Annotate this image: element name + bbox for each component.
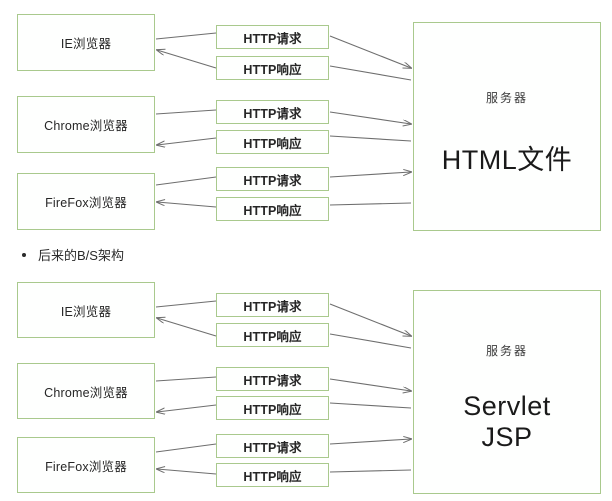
browser-box-firefox-bottom: FireFox浏览器 (17, 437, 155, 493)
http-response-label: HTTP响应 (243, 469, 302, 484)
http-request-label: HTTP请求 (243, 440, 302, 455)
browser-label: Chrome浏览器 (44, 385, 128, 400)
http-request-box-firefox-top: HTTP请求 (216, 167, 329, 191)
http-request-label: HTTP请求 (243, 173, 302, 188)
http-request-box-chrome-bottom: HTTP请求 (216, 367, 329, 391)
browser-box-ie-top: IE浏览器 (17, 14, 155, 71)
http-request-label: HTTP请求 (243, 31, 302, 46)
server-label-bottom: 服务器 (485, 344, 528, 358)
browser-box-ie-bottom: IE浏览器 (17, 282, 155, 338)
browser-label: FireFox浏览器 (45, 459, 127, 474)
browser-label: Chrome浏览器 (44, 119, 128, 133)
browser-label: FireFox浏览器 (45, 196, 127, 210)
http-request-label: HTTP请求 (243, 106, 302, 121)
browser-label: IE浏览器 (60, 37, 112, 51)
browser-box-chrome-top: Chrome浏览器 (17, 96, 155, 153)
http-request-box-chrome-top: HTTP请求 (216, 100, 329, 124)
browser-box-chrome-bottom: Chrome浏览器 (17, 363, 155, 419)
http-response-box-chrome-bottom: HTTP响应 (216, 396, 329, 420)
http-response-label: HTTP响应 (243, 62, 302, 77)
server-title-top: HTML文件 (441, 145, 573, 175)
http-response-box-ie-bottom: HTTP响应 (216, 323, 329, 347)
http-response-label: HTTP响应 (243, 203, 302, 218)
http-request-box-firefox-bottom: HTTP请求 (216, 434, 329, 458)
http-response-label: HTTP响应 (243, 329, 302, 344)
http-request-label: HTTP请求 (243, 373, 302, 388)
http-response-box-firefox-top: HTTP响应 (216, 197, 329, 221)
bullet-label: 后来的B/S架构 (38, 248, 124, 263)
bullet-dot-icon (22, 252, 26, 257)
http-request-label: HTTP请求 (243, 299, 302, 314)
http-response-label: HTTP响应 (243, 402, 302, 417)
http-request-box-ie-bottom: HTTP请求 (216, 293, 329, 317)
server-box-bottom: 服务器 Servlet JSP (413, 290, 601, 494)
server-box-top: 服务器 HTML文件 (413, 22, 601, 231)
http-response-box-ie-top: HTTP响应 (216, 56, 329, 80)
server-subtitle-bottom: JSP (481, 422, 533, 452)
http-response-box-firefox-bottom: HTTP响应 (216, 463, 329, 487)
http-response-box-chrome-top: HTTP响应 (216, 130, 329, 154)
bullet-item-bs-architecture: 后来的B/S架构 (22, 245, 124, 264)
http-request-box-ie-top: HTTP请求 (216, 25, 329, 49)
server-label-top: 服务器 (485, 91, 528, 105)
browser-box-firefox-top: FireFox浏览器 (17, 173, 155, 230)
server-title-bottom: Servlet (463, 391, 551, 421)
browser-label: IE浏览器 (60, 304, 112, 319)
http-response-label: HTTP响应 (243, 136, 302, 151)
